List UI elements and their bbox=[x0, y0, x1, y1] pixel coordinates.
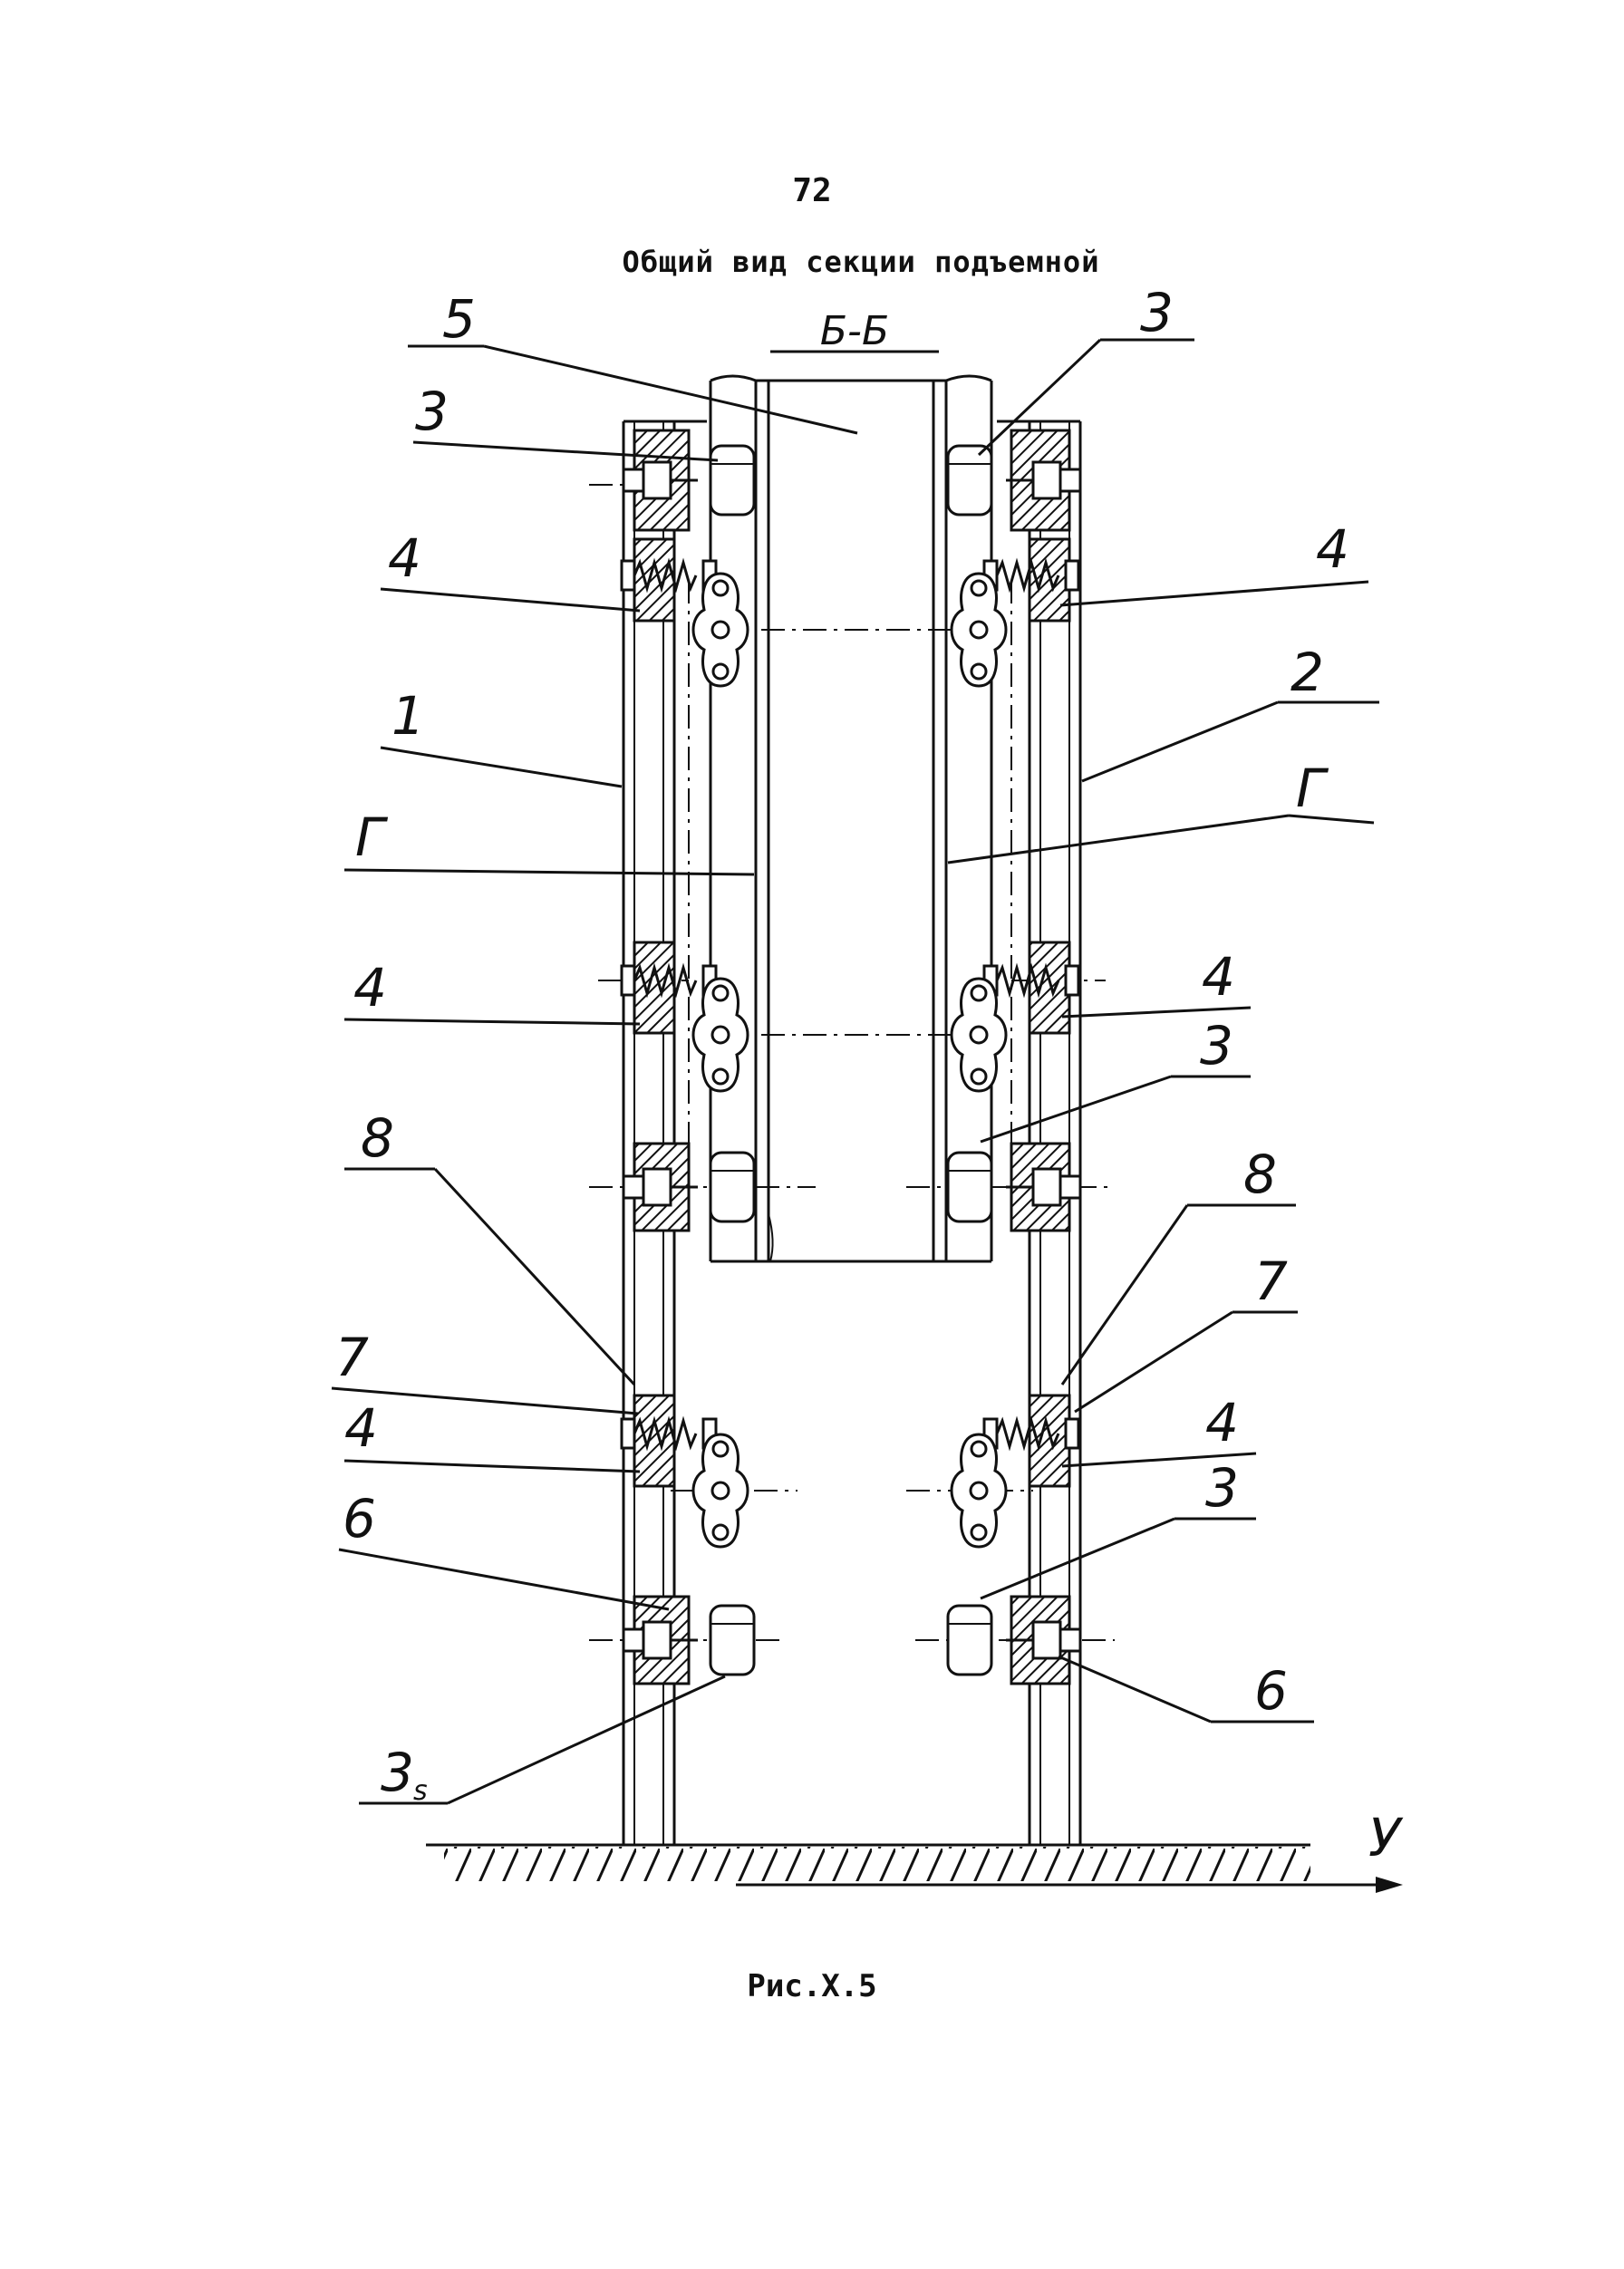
callout-2: 2 bbox=[1290, 642, 1324, 703]
y-axis-arrow bbox=[736, 1877, 1403, 1893]
callout-axis-y: У bbox=[1368, 1807, 1404, 1868]
callout-4-upper-right: 4 bbox=[1316, 518, 1349, 580]
callout-4-mid-left: 4 bbox=[353, 957, 387, 1019]
section-mark: Б-Б bbox=[770, 308, 939, 354]
callout-3-low-right: 3 bbox=[1205, 1457, 1239, 1519]
callout-3-mid-right: 3 bbox=[1200, 1015, 1233, 1077]
callout-6-left: 6 bbox=[343, 1488, 376, 1550]
callout-g-left: Г bbox=[355, 806, 389, 868]
page-number: 72 bbox=[792, 172, 832, 209]
callout-3-top-left: 3 bbox=[415, 381, 449, 442]
callout-labels: 5 3 3 4 4 1 2 Г Г 4 4 3 8 8 7 7 4 4 3 6 … bbox=[335, 282, 1404, 1868]
callout-6-right: 6 bbox=[1254, 1660, 1288, 1722]
callout-4-low-left: 4 bbox=[344, 1397, 378, 1459]
callout-7-right: 7 bbox=[1254, 1250, 1288, 1312]
inner-section bbox=[709, 374, 993, 1263]
leader-lines bbox=[331, 338, 1379, 1805]
callout-3s-subscript: s bbox=[413, 1775, 428, 1807]
callout-3-top-right: 3 bbox=[1140, 282, 1174, 343]
ground bbox=[426, 1843, 1310, 1881]
figure-title: Общий вид секции подъемной bbox=[622, 245, 1100, 279]
figure-caption: Рис.Х.5 bbox=[747, 1968, 877, 2004]
callout-7-left: 7 bbox=[335, 1327, 369, 1388]
callout-4-upper-left: 4 bbox=[388, 527, 421, 589]
callout-1: 1 bbox=[392, 685, 425, 747]
callout-8-right: 8 bbox=[1243, 1144, 1277, 1205]
callout-5: 5 bbox=[442, 288, 476, 350]
callout-3s: 3 bbox=[381, 1742, 414, 1803]
callout-4-low-right: 4 bbox=[1205, 1392, 1239, 1453]
callout-g-right: Г bbox=[1296, 758, 1329, 819]
callout-8-left: 8 bbox=[361, 1107, 394, 1169]
callout-4-mid-right: 4 bbox=[1202, 946, 1235, 1008]
section-label: Б-Б bbox=[820, 308, 889, 354]
